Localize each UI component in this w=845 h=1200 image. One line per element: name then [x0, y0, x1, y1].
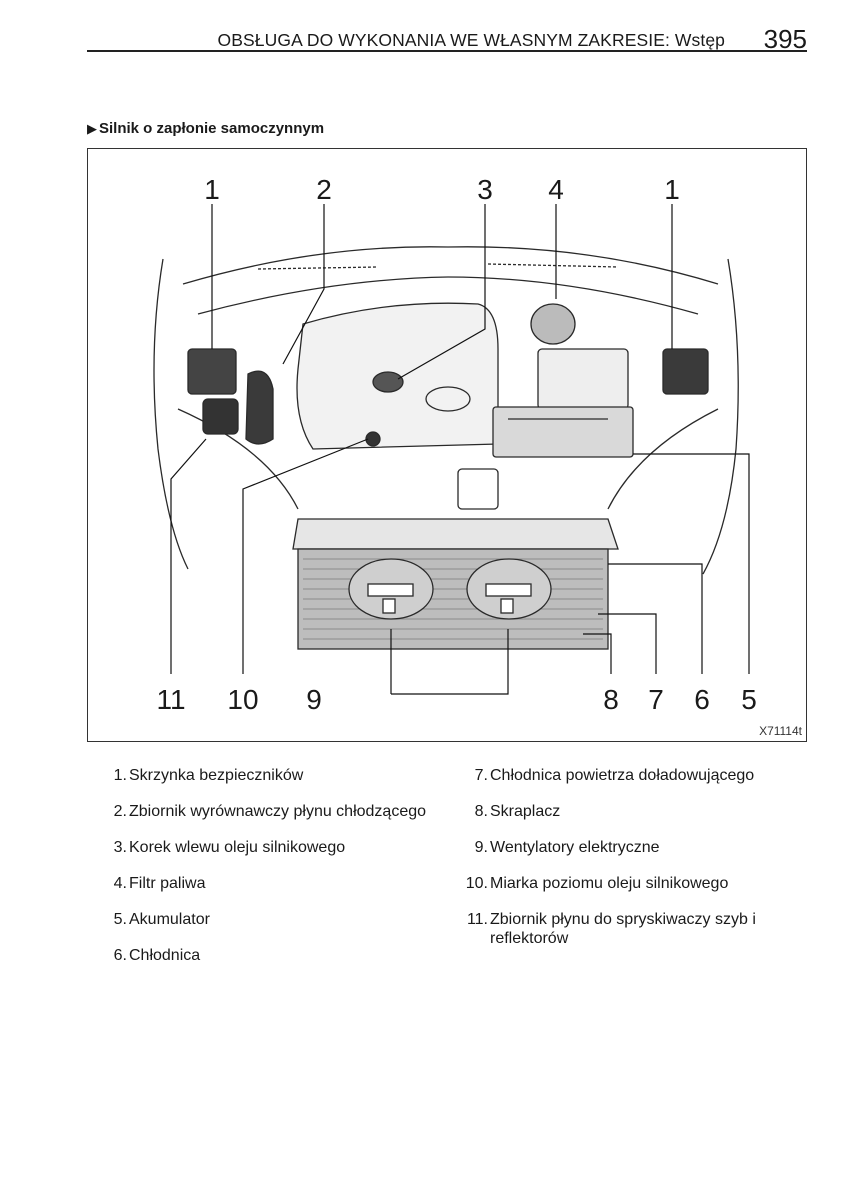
legend-item-number: 8.: [474, 803, 488, 820]
callout-2: 2: [316, 174, 332, 205]
legend-item: 9.Wentylatory elektryczne: [458, 838, 778, 857]
legend-item-number: 4.: [113, 875, 127, 892]
header-title: OBSŁUGA DO WYKONANIA WE WŁASNYM ZAKRESIE…: [217, 30, 725, 50]
legend-left-column: 1.Skrzynka bezpieczników 2.Zbiornik wyró…: [97, 766, 426, 982]
legend-item-number: 1.: [113, 767, 127, 784]
legend-item-text: Miarka poziomu oleju silnikowego: [490, 875, 729, 892]
legend-item-number: 9.: [474, 839, 488, 856]
legend-right-column: 7.Chłodnica powietrza doładowującego 8.S…: [458, 766, 778, 965]
callout-6: 6: [694, 684, 710, 715]
legend-item: 2.Zbiornik wyrównawczy płynu chłodzącego: [97, 802, 426, 821]
callout-1-right: 1: [664, 174, 680, 205]
legend-item-number: 6.: [113, 947, 127, 964]
callout-4: 4: [548, 174, 564, 205]
legend-item-number: 2.: [113, 803, 127, 820]
legend-item: 7.Chłodnica powietrza doładowującego: [458, 766, 778, 785]
legend-item: 8.Skraplacz: [458, 802, 778, 821]
engine-bay-figure: 1 2 3 4 1 11 10 9 8 7 6 5 X71114t: [87, 148, 807, 742]
callout-8: 8: [603, 684, 619, 715]
legend-item: 6.Chłodnica: [97, 946, 426, 965]
triangle-marker-icon: ▶: [87, 121, 97, 136]
legend-item-text: Filtr paliwa: [129, 875, 206, 892]
legend-item-text: Skraplacz: [490, 803, 561, 820]
legend-item-text: Skrzynka bezpieczników: [129, 767, 304, 784]
legend-item-text: Zbiornik wyrównawczy płynu chłodzącego: [129, 803, 427, 820]
callout-10: 10: [227, 684, 258, 715]
legend-item-text: Korek wlewu oleju silnikowego: [129, 839, 346, 856]
legend-item: 10.Miarka poziomu oleju silnikowego: [458, 874, 778, 893]
header-rule: [87, 50, 807, 52]
callout-3: 3: [477, 174, 493, 205]
section-title: ▶Silnik o zapłonie samoczynnym: [87, 120, 324, 137]
legend-item: 11.Zbiornik płynu do spryskiwaczy szyb i…: [458, 910, 778, 948]
legend-item-number: 7.: [474, 767, 488, 784]
legend-item-number: 3.: [113, 839, 127, 856]
page-number: 395: [763, 24, 807, 54]
legend-item-number: 10.: [465, 875, 488, 892]
figure-code: X71114t: [759, 724, 803, 738]
legend-item-text: Akumulator: [129, 911, 210, 928]
callout-7: 7: [648, 684, 664, 715]
callout-1: 1: [204, 174, 220, 205]
legend-item-number: 5.: [113, 911, 127, 928]
legend-item-text: Wentylatory elektryczne: [490, 839, 660, 856]
legend-item: 1.Skrzynka bezpieczników: [97, 766, 426, 785]
callout-5: 5: [741, 684, 757, 715]
legend-item: 3.Korek wlewu oleju silnikowego: [97, 838, 426, 857]
legend-item: 5.Akumulator: [97, 910, 426, 929]
section-title-text: Silnik o zapłonie samoczynnym: [99, 120, 325, 137]
legend-item-text: Chłodnica: [129, 947, 201, 964]
callout-11: 11: [156, 684, 185, 715]
legend-item-text: Chłodnica powietrza doładowującego: [490, 767, 755, 784]
legend-item-text: Zbiornik płynu do spryskiwaczy szyb i re…: [490, 911, 756, 947]
legend-item-number: 11.: [466, 911, 488, 928]
engine-bay-illustration: 1 2 3 4 1 11 10 9 8 7 6 5 X71114t: [153, 174, 803, 738]
legend-item: 4.Filtr paliwa: [97, 874, 426, 893]
callout-9: 9: [306, 684, 322, 715]
